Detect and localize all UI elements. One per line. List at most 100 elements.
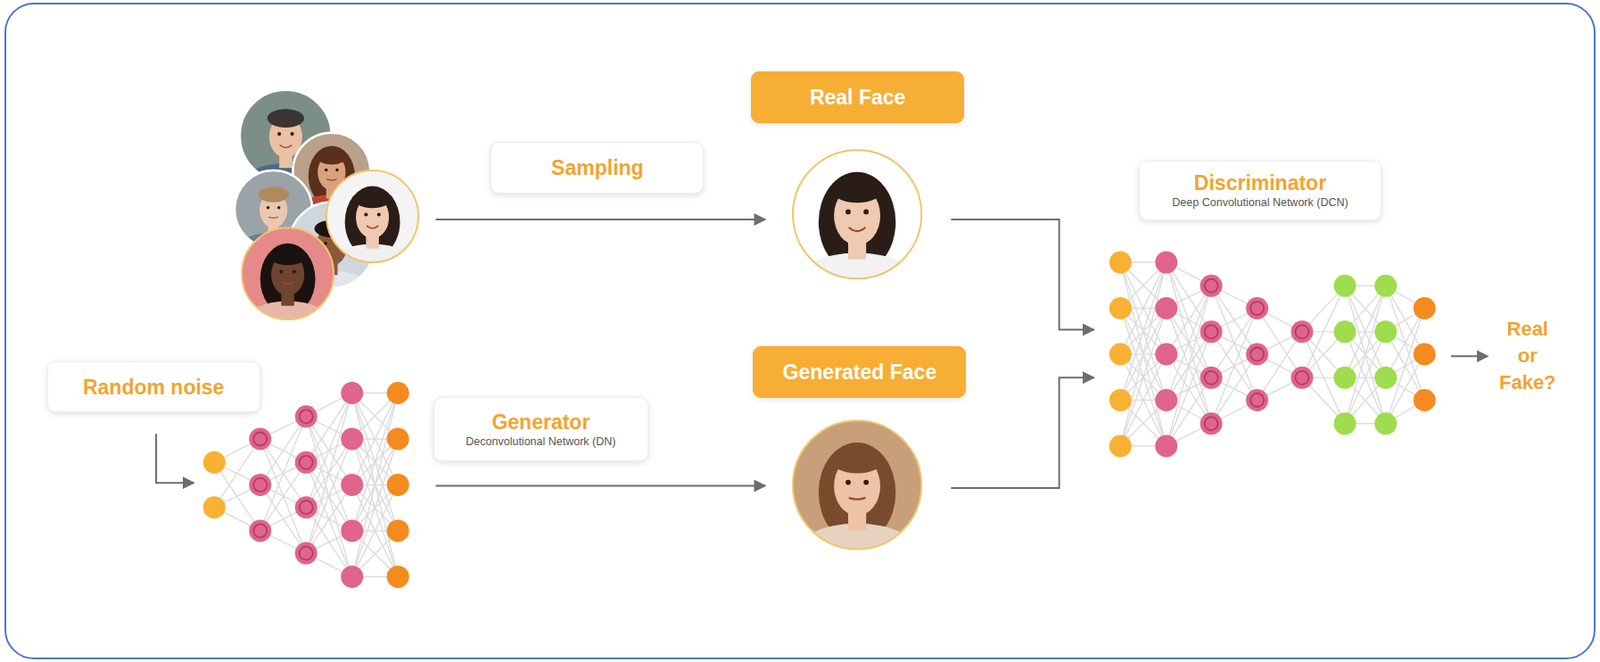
network-link [1385,354,1425,424]
neuron-ring [299,500,314,514]
network-neuron [248,473,272,496]
neuron-ring [299,409,314,423]
network-neuron [1413,296,1436,320]
network-link [260,484,306,553]
title-tag: Generated Face [752,346,966,398]
network-link [305,392,352,462]
neuron-ring [1204,416,1219,430]
network-neuron [1245,343,1269,366]
network-neuron [1374,366,1397,389]
network-neuron [1413,388,1436,412]
network-link [1120,308,1166,446]
neuron-ring [1250,393,1264,407]
network-neuron [340,565,363,588]
network-neuron [1333,320,1356,343]
network-neuron [1200,274,1223,297]
network-link [260,461,306,531]
neuron-ring [1204,371,1219,385]
face-photo [792,420,922,581]
box-subtitle: Deconvolutional Network (DN) [465,434,616,449]
network-neuron [1109,251,1132,274]
network-neuron [1374,412,1397,435]
neuron-ring [299,546,314,561]
network-neuron [1109,434,1132,457]
network-neuron [295,404,318,428]
network-link [214,438,260,508]
neuron-ring [253,523,267,537]
box-subtitle: Deep Convolutional Network (DCN) [1171,195,1348,210]
network-link [1120,262,1166,400]
network-neuron [1374,320,1397,343]
network-neuron [295,542,318,565]
neuron-ring [1294,371,1309,385]
network-neuron [1200,320,1223,343]
networks [203,251,1436,588]
box-title: Sampling [551,155,644,181]
flow-arrow [436,485,767,487]
network-neuron [295,451,318,474]
network-neuron [387,519,410,542]
neuron-ring [253,478,267,492]
flow-arrow [1451,354,1488,357]
network-link [1257,331,1303,401]
network-neuron [387,427,410,450]
face-photo [792,149,922,311]
network-neuron [1154,388,1178,412]
network-box: GeneratorDeconvolutional Network (DN) [433,396,648,462]
network-neuron [1200,366,1223,389]
network-link [1166,377,1212,446]
network-neuron [1109,343,1132,366]
input-box: Random noise [47,361,261,413]
network-neuron [387,473,410,496]
network-link [1344,285,1386,423]
network-link [352,392,398,530]
face-photo [326,170,419,286]
flow-arrow [950,377,1094,488]
neuron-ring [299,455,314,470]
network-neuron [1290,366,1313,389]
network-neuron [1290,320,1313,343]
neuron-ring [1250,347,1264,362]
network-link [352,438,398,577]
network-neuron [1413,343,1436,366]
network-link [305,484,352,553]
box-title: Real Face [809,84,906,110]
box-title: Generator [491,409,590,435]
network-neuron [295,495,318,519]
network-neuron [1154,296,1178,320]
network-link [1344,285,1386,423]
neuron-ring [1294,324,1309,339]
network-neuron [1109,296,1132,320]
neuron-ring [1204,324,1219,339]
flow-arrow [950,219,1094,330]
network-neuron [1333,274,1356,297]
network-neuron [340,473,363,496]
network-neuron [387,381,410,405]
network-neuron [1154,434,1178,457]
generator-network [203,381,410,588]
network-link [352,438,398,577]
network-neuron [1200,412,1223,435]
box-title: Random noise [82,374,224,400]
box-title: Discriminator [1194,170,1327,196]
outer-frame [5,3,1595,659]
neuron-ring [1250,301,1264,315]
neuron-ring [1204,279,1219,293]
network-neuron [203,451,226,474]
box-title: Generated Face [783,359,938,385]
network-neuron [1333,366,1356,389]
network-neuron [1245,296,1269,320]
discriminator-network [1109,251,1436,458]
network-neuron [248,427,272,450]
network-neuron [1109,388,1132,412]
network-link [1120,308,1166,446]
network-link [1211,354,1257,424]
network-neuron [340,381,363,405]
network-neuron [1245,388,1269,412]
network-link [352,392,398,530]
network-link [1120,262,1166,400]
faces [234,90,922,582]
output-label: Real or Fake? [1497,315,1559,396]
step-box: Sampling [490,141,704,194]
